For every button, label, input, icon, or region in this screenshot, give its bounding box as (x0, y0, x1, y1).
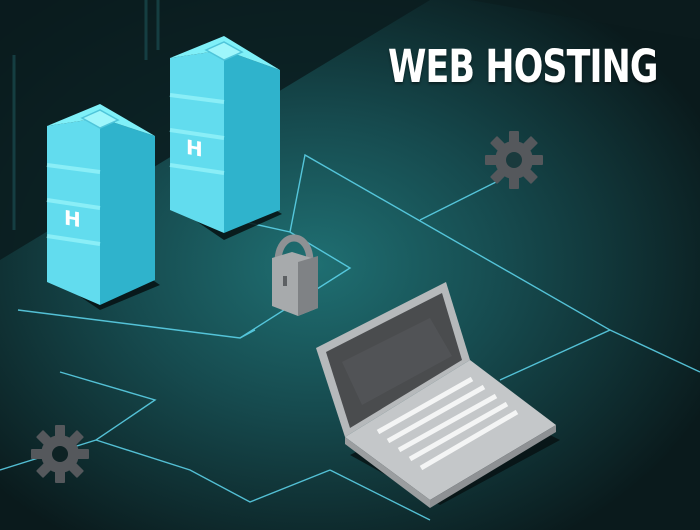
gear-icon (31, 425, 89, 483)
laptop-icon (316, 282, 560, 508)
wall-lines (12, 0, 160, 230)
headline: WEB HOSTING (388, 40, 658, 93)
padlock-icon (272, 234, 318, 316)
server-icon: H (169, 36, 282, 240)
svg-text:H: H (64, 205, 81, 232)
server-icon: H (46, 104, 160, 310)
svg-text:H: H (186, 135, 203, 162)
gear-icon (485, 131, 543, 189)
